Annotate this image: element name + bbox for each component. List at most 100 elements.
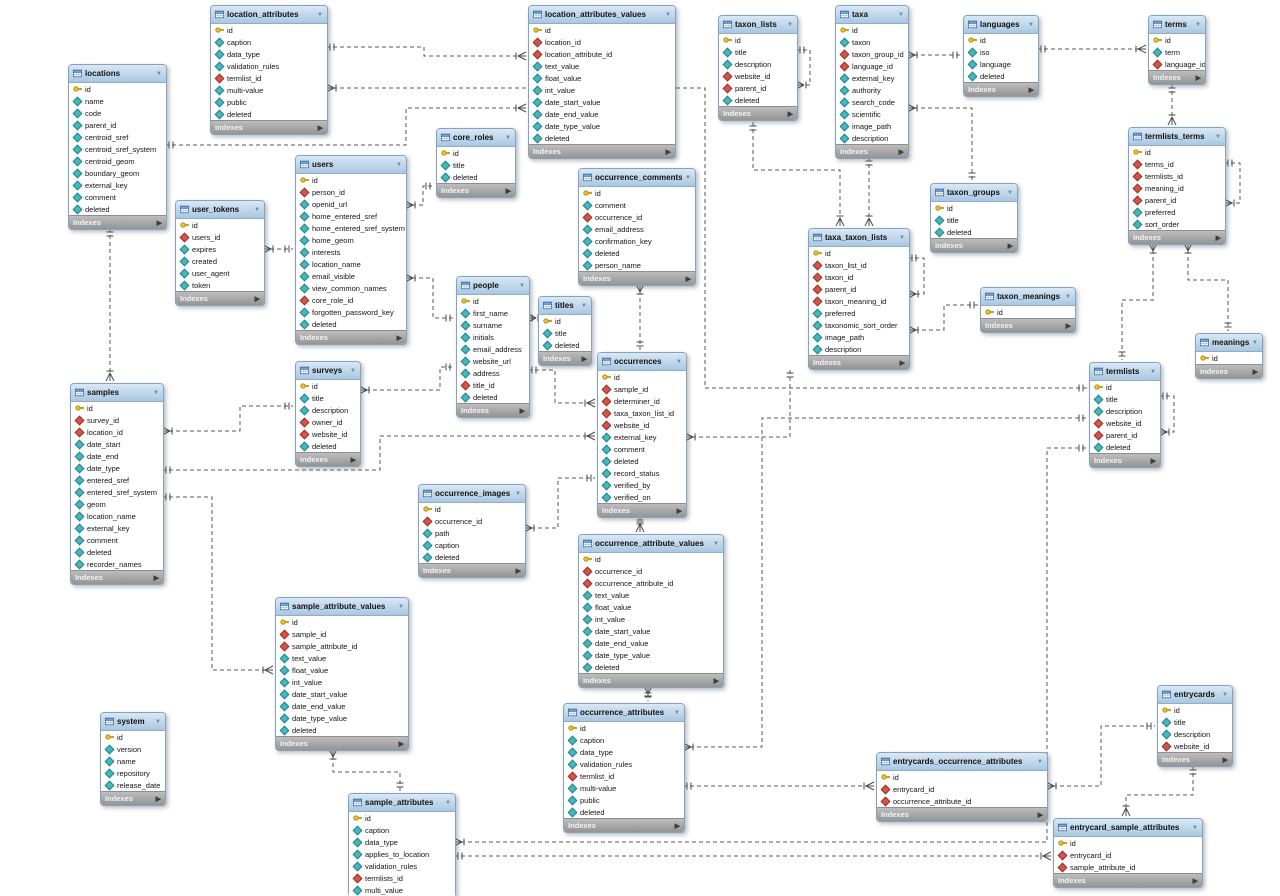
chevron-down-icon[interactable]: ▼ [1252,339,1258,346]
triangle-right-icon[interactable]: ▶ [519,407,525,415]
connector-taxa-taxa_taxon_lists[interactable] [864,157,874,227]
connector-user_tokens-users[interactable] [262,244,293,254]
indexes-bar-taxa_taxon_lists[interactable]: Indexes▶ [809,355,909,369]
chevron-down-icon[interactable]: ▼ [153,389,159,396]
triangle-right-icon[interactable]: ▶ [398,740,404,748]
triangle-right-icon[interactable]: ▶ [1037,811,1043,819]
chevron-down-icon[interactable]: ▼ [676,358,682,365]
connector-termlists_terms-termlists_terms[interactable] [1223,159,1241,208]
chevron-down-icon[interactable]: ▼ [350,367,356,374]
indexes-bar-termlists[interactable]: Indexes▶ [1090,453,1160,467]
table-header-user_tokens[interactable]: user_tokens▼ [176,201,264,219]
indexes-bar-meanings[interactable]: Indexes▶ [1196,364,1262,378]
connector-samples-surveys[interactable] [161,402,293,436]
table-header-location_attributes[interactable]: location_attributes▼ [211,6,327,24]
table-header-occurrence_images[interactable]: occurrence_images▼ [419,485,525,503]
connector-occurrences-taxa_taxon_lists[interactable] [684,369,794,442]
connector-locations-samples[interactable] [105,228,115,382]
triangle-right-icon[interactable]: ▶ [1007,242,1013,250]
chevron-down-icon[interactable]: ▼ [1007,189,1013,196]
indexes-bar-system[interactable]: Indexes▶ [101,791,165,805]
table-header-sample_attributes[interactable]: sample_attributes▼ [349,794,455,812]
indexes-bar-core_roles[interactable]: Indexes▶ [437,183,515,197]
table-header-surveys[interactable]: surveys▼ [296,362,360,380]
indexes-bar-terms[interactable]: Indexes▶ [1149,70,1205,84]
triangle-right-icon[interactable]: ▶ [713,677,719,685]
connector-languages-terms[interactable] [1037,44,1147,54]
triangle-right-icon[interactable]: ▶ [1192,877,1198,885]
triangle-right-icon[interactable]: ▶ [1215,234,1221,242]
table-header-core_roles[interactable]: core_roles▼ [437,129,515,147]
connector-sample_attributes-entrycard_sample_attributes[interactable] [454,851,1052,861]
triangle-right-icon[interactable]: ▶ [1222,756,1228,764]
chevron-down-icon[interactable]: ▼ [1150,368,1156,375]
connector-taxa_taxon_lists-taxon_meanings[interactable] [907,301,978,335]
chevron-down-icon[interactable]: ▼ [156,70,162,77]
connector-occurrences-occurrence_attribute_values[interactable] [635,516,645,533]
indexes-bar-occurrence_comments[interactable]: Indexes▶ [579,271,695,285]
connector-occurrence_images-occurrences[interactable] [523,474,595,533]
indexes-bar-occurrence_images[interactable]: Indexes▶ [419,563,525,577]
table-header-people[interactable]: people▼ [457,277,529,295]
table-header-system[interactable]: system▼ [101,713,165,731]
connector-users-people[interactable] [404,273,454,322]
connector-occurrence_comments-occurrences[interactable] [635,283,645,350]
triangle-right-icon[interactable]: ▶ [787,110,793,118]
triangle-right-icon[interactable]: ▶ [1252,368,1258,376]
triangle-right-icon[interactable]: ▶ [155,795,161,803]
table-header-meanings[interactable]: meanings▼ [1196,334,1262,352]
connector-samples-occurrences[interactable] [162,431,596,474]
table-header-locations[interactable]: locations▼ [69,65,166,83]
chevron-down-icon[interactable]: ▼ [519,282,525,289]
indexes-bar-sample_attribute_values[interactable]: Indexes▶ [276,736,408,750]
indexes-bar-taxon_meanings[interactable]: Indexes▶ [981,318,1075,332]
triangle-right-icon[interactable]: ▶ [515,567,521,575]
chevron-down-icon[interactable]: ▼ [515,490,521,497]
chevron-down-icon[interactable]: ▼ [581,302,587,309]
table-header-termlists[interactable]: termlists▼ [1090,363,1160,381]
table-header-languages[interactable]: languages▼ [964,16,1038,34]
indexes-bar-occurrences[interactable]: Indexes▶ [598,503,686,517]
connector-sample_attribute_values-sample_attributes[interactable] [328,748,404,791]
connector-termlists_terms-meanings[interactable] [1183,242,1232,331]
indexes-bar-taxon_lists[interactable]: Indexes▶ [719,106,797,120]
indexes-bar-entrycards[interactable]: Indexes▶ [1158,752,1232,766]
triangle-right-icon[interactable]: ▶ [581,355,587,363]
connector-taxon_lists-taxon_lists[interactable] [795,46,811,90]
indexes-bar-entrycard_sample_attributes[interactable]: Indexes▶ [1054,873,1202,887]
connector-surveys-people[interactable] [358,363,454,395]
indexes-bar-surveys[interactable]: Indexes▶ [296,452,360,466]
indexes-bar-locations[interactable]: Indexes▶ [69,215,166,229]
chevron-down-icon[interactable]: ▼ [1195,21,1201,28]
table-header-location_attributes_values[interactable]: location_attributes_values▼ [529,6,675,24]
chevron-down-icon[interactable]: ▼ [1215,133,1221,140]
indexes-bar-location_attributes[interactable]: Indexes▶ [211,120,327,134]
chevron-down-icon[interactable]: ▼ [445,799,451,806]
connector-entrycards-entrycard_sample_attributes[interactable] [1121,766,1197,817]
chevron-down-icon[interactable]: ▼ [317,11,323,18]
chevron-down-icon[interactable]: ▼ [1192,824,1198,831]
indexes-bar-users[interactable]: Indexes▶ [296,330,406,344]
chevron-down-icon[interactable]: ▼ [505,134,511,141]
table-header-termlists_terms[interactable]: termlists_terms▼ [1129,128,1225,146]
connector-occurrence_attributes-termlists[interactable] [682,414,1087,752]
table-header-users[interactable]: users▼ [296,156,406,174]
connector-occurrence_attributes-entrycards_occurrence_attributes[interactable] [683,781,875,791]
